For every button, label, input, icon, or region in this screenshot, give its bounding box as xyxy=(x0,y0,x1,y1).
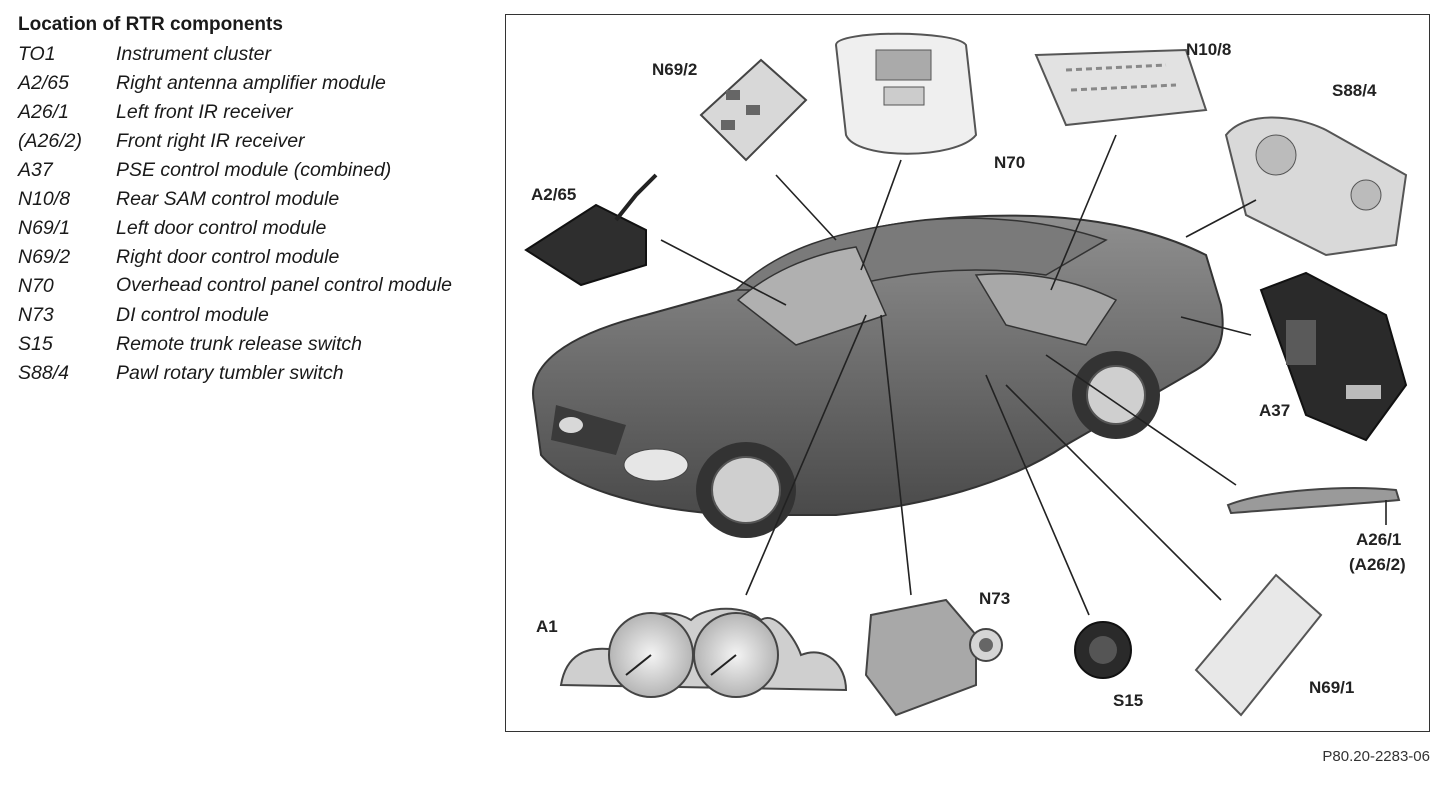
legend-desc: Right antenna amplifier module xyxy=(116,72,386,94)
n70-component xyxy=(834,32,978,155)
leader-lines xyxy=(660,134,1387,616)
legend-desc: Pawl rotary tumbler switch xyxy=(116,362,344,384)
legend-desc: Remote trunk release switch xyxy=(116,333,363,355)
legend-row: S15 Remote trunk release switch xyxy=(18,330,458,359)
legend-row: N10/8 Rear SAM control module xyxy=(18,185,458,214)
label-a2-65: A2/65 xyxy=(531,185,577,204)
legend-row: S88/4 Pawl rotary tumbler switch xyxy=(18,359,458,388)
a2-65-component xyxy=(524,173,658,287)
legend-row: A2/65 Right antenna amplifier module xyxy=(18,69,458,98)
legend-desc: PSE control module (combined) xyxy=(116,159,392,181)
legend-row: (A26/2) Front right IR receiver xyxy=(18,127,458,156)
legend-desc: Left front IR receiver xyxy=(116,101,293,123)
legend-code: N10/8 xyxy=(18,188,71,210)
legend-desc: Rear SAM control module xyxy=(116,188,340,210)
legend-code: N69/2 xyxy=(18,246,71,268)
label-a37: A37 xyxy=(1259,401,1291,420)
label-s15: S15 xyxy=(1113,691,1144,710)
label-n70: N70 xyxy=(994,153,1026,172)
s15-component xyxy=(1074,621,1132,679)
legend-code: S88/4 xyxy=(18,362,69,384)
legend-row: N70 Overhead control panel control module xyxy=(18,272,458,301)
legend-row: TO1 Instrument cluster xyxy=(18,40,458,69)
component-legend: Location of RTR components TO1 Instrument… xyxy=(18,12,458,388)
a26-1-component xyxy=(1226,487,1401,515)
label-n10-8: N10/8 xyxy=(1186,40,1232,59)
legend-desc: DI control module xyxy=(116,304,269,326)
legend-code: TO1 xyxy=(18,43,56,65)
n73-component xyxy=(864,598,1003,717)
diagram-frame: N69/2 N70 N10/8 S88/4 A2/65 A37 A26/1 (A… xyxy=(505,14,1430,732)
legend-row: N69/1 Left door control module xyxy=(18,214,458,243)
car-illustration xyxy=(532,214,1224,538)
legend-code: A26/1 xyxy=(18,101,69,123)
legend-desc: Front right IR receiver xyxy=(116,130,305,152)
s88-4-component xyxy=(1224,116,1408,257)
legend-code: N73 xyxy=(18,304,54,326)
legend-row: N73 DI control module xyxy=(18,301,458,330)
legend-desc: Overhead control panel control module xyxy=(116,274,453,296)
legend-code: S15 xyxy=(18,333,53,355)
label-n73: N73 xyxy=(979,589,1011,608)
legend-desc: Right door control module xyxy=(116,246,340,268)
n69-1-component xyxy=(1194,573,1323,717)
legend-row: A37 PSE control module (combined) xyxy=(18,156,458,185)
label-a26-2: (A26/2) xyxy=(1349,555,1406,574)
legend-desc: Left door control module xyxy=(116,217,327,239)
legend-desc: Instrument cluster xyxy=(116,43,271,65)
n10-8-component xyxy=(1034,48,1208,127)
legend-code: N70 xyxy=(18,275,54,297)
legend-code: A37 xyxy=(18,159,53,181)
legend-row: N69/2 Right door control module xyxy=(18,243,458,272)
a1-component xyxy=(559,607,848,698)
n69-2-component xyxy=(699,58,808,162)
label-s88-4: S88/4 xyxy=(1332,81,1377,100)
legend-title: Location of RTR components xyxy=(18,14,283,35)
legend-code: N69/1 xyxy=(18,217,71,239)
figure-reference: P80.20-2283-06 xyxy=(1322,748,1430,765)
legend-row: A26/1 Left front IR receiver xyxy=(18,98,458,127)
label-n69-2: N69/2 xyxy=(652,60,698,79)
label-n69-1: N69/1 xyxy=(1309,678,1355,697)
a37-component xyxy=(1259,271,1408,442)
legend-code: (A26/2) xyxy=(18,130,82,152)
label-a1: A1 xyxy=(536,617,558,636)
legend-code: A2/65 xyxy=(18,72,69,94)
label-a26-1: A26/1 xyxy=(1356,530,1402,549)
diagram-illustration xyxy=(524,32,1408,717)
